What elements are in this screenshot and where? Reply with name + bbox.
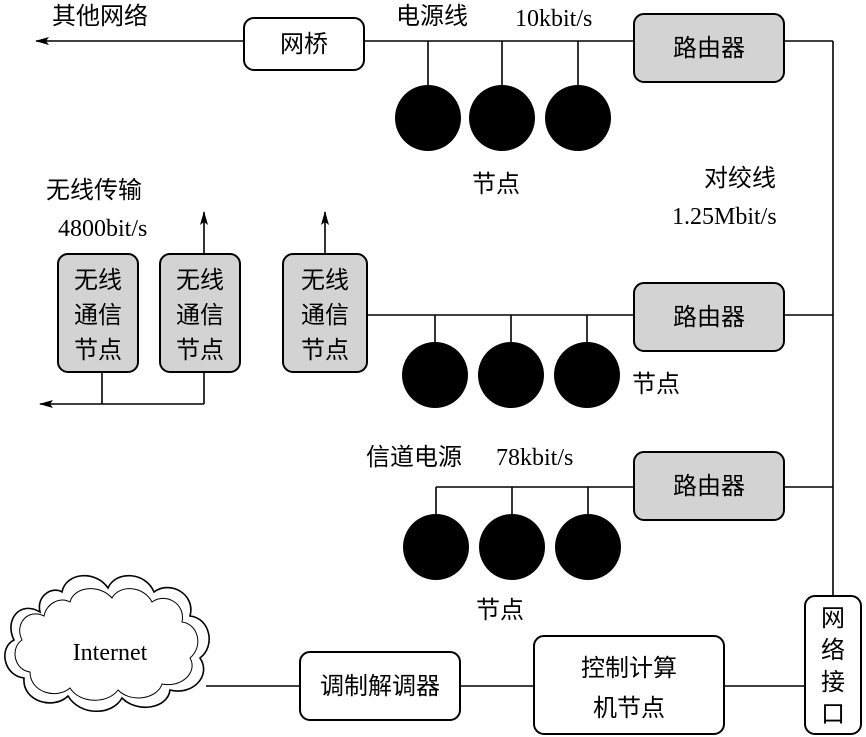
wireless-speed-label: 4800bit/s: [58, 216, 147, 242]
wireless-node-c-line2: 通信: [301, 301, 349, 329]
network-interface-box: [804, 595, 862, 735]
control-node-line2: 机节点: [593, 694, 665, 722]
router-box-3: [633, 451, 785, 521]
power-line-node-3: [545, 85, 611, 151]
bridge-label: 网桥: [280, 30, 328, 58]
router-box-2: [633, 282, 785, 352]
middle-nodes-label: 节点: [632, 370, 680, 398]
power-line-node-1: [395, 85, 461, 151]
wireless-node-b-line1: 无线: [176, 266, 224, 294]
middle-node-3: [554, 342, 620, 408]
lower-node-1: [403, 514, 469, 580]
middle-node-2: [478, 342, 544, 408]
wireless-node-c-line3: 节点: [301, 336, 349, 364]
lower-node-3: [555, 514, 621, 580]
wireless-node-b-line2: 通信: [176, 301, 224, 329]
net-iface-line1: 网: [821, 604, 845, 632]
net-iface-line3: 接: [821, 668, 845, 696]
net-iface-line2: 络: [821, 636, 845, 664]
router-label-3: 路由器: [673, 472, 745, 500]
wireless-transmission-label: 无线传输: [46, 176, 142, 204]
wireless-node-a-line2: 通信: [74, 301, 122, 329]
wireless-node-a-line3: 节点: [74, 336, 122, 364]
modem-label: 调制解调器: [320, 672, 440, 700]
twisted-pair-label: 对绞线: [704, 164, 776, 192]
middle-node-1: [402, 342, 468, 408]
wireless-node-c-line1: 无线: [301, 266, 349, 294]
lower-node-2: [479, 514, 545, 580]
channel-power-speed-label: 78kbit/s: [496, 445, 573, 471]
router-label-1: 路由器: [673, 34, 745, 62]
router-box-1: [633, 13, 785, 83]
power-line-speed-label: 10kbit/s: [515, 6, 592, 32]
control-node-box: [533, 635, 725, 735]
other-network-label: 其他网络: [52, 2, 148, 30]
wireless-node-box-a: [57, 253, 139, 373]
bridge-box: [243, 17, 365, 71]
power-line-label: 电源线: [396, 2, 468, 30]
wireless-node-b-line3: 节点: [176, 336, 224, 364]
net-iface-line4: 口: [821, 700, 845, 728]
router-label-2: 路由器: [673, 303, 745, 331]
control-node-line1: 控制计算: [581, 654, 677, 682]
power-line-node-2: [469, 85, 535, 151]
wireless-node-a-line1: 无线: [74, 266, 122, 294]
channel-power-label: 信道电源: [366, 443, 462, 471]
internet-cloud-icon: [4, 574, 210, 712]
twisted-pair-speed-label: 1.25Mbit/s: [672, 204, 777, 230]
wireless-node-box-b: [159, 253, 241, 373]
internet-label: Internet: [73, 640, 148, 666]
lower-nodes-label: 节点: [476, 596, 524, 624]
power-line-nodes-label: 节点: [472, 170, 520, 198]
